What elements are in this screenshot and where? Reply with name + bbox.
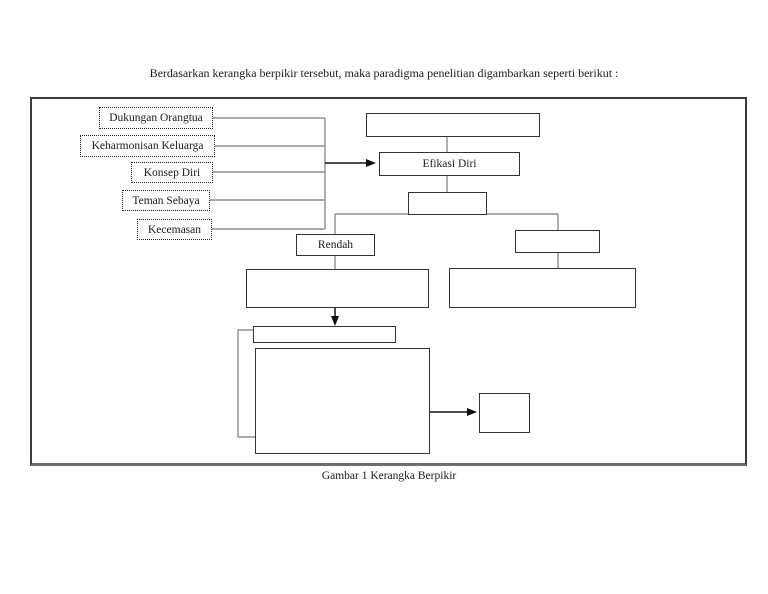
factor-box-konsep-diri: Konsep Diri <box>131 162 213 183</box>
node-rendah: Rendah <box>296 234 375 256</box>
factor-box-dukungan-orangtua: Dukungan Orangtua <box>99 107 213 129</box>
node-empty-top <box>366 113 540 137</box>
factor-box-teman-sebaya: Teman Sebaya <box>122 190 210 211</box>
node-empty-mid <box>408 192 487 215</box>
node-efikasi-diri: Efikasi Diri <box>379 152 520 176</box>
intro-text: Berdasarkan kerangka berpikir tersebut, … <box>149 66 619 80</box>
figure-caption: Gambar 1 Kerangka Berpikir <box>321 470 457 482</box>
node-strip <box>253 326 396 343</box>
node-outcome-left <box>246 269 429 308</box>
node-result-small <box>479 393 530 433</box>
factor-box-keharmonisan-keluarga: Keharmonisan Keluarga <box>80 135 215 157</box>
node-process-large <box>255 348 430 454</box>
node-empty-right <box>515 230 600 253</box>
factor-box-kecemasan: Kecemasan <box>137 219 212 240</box>
node-outcome-right <box>449 268 636 308</box>
